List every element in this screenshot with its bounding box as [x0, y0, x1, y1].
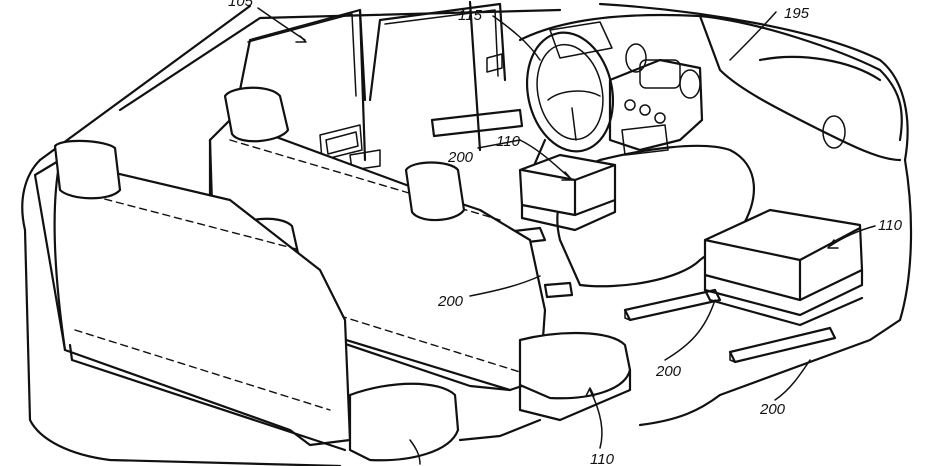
- dashboard: [518, 13, 903, 162]
- label-partial-top: 105: [228, 0, 254, 10]
- side-doors-and-windows: [238, 0, 507, 171]
- label-front-seat-right: 110: [878, 217, 903, 234]
- label-rail-center-mid: 200: [437, 293, 464, 310]
- label-rear-seat: 110: [590, 451, 615, 466]
- rear-bench-seat: [33, 139, 460, 462]
- vehicle-body-outline: [21, 2, 913, 466]
- reference-numerals: 105 115 195 200 110 110 200 200 200 110: [228, 0, 903, 466]
- steering-wheel: [525, 31, 615, 177]
- label-dash: 195: [784, 5, 810, 22]
- console-seat: [518, 153, 617, 232]
- leader-lines: [257, 7, 876, 465]
- label-rail-right-b: 200: [759, 401, 786, 418]
- front-right-seat: [703, 208, 864, 327]
- label-rail-right-a: 200: [655, 363, 682, 380]
- label-steering: 115: [458, 7, 483, 24]
- label-console-seat: 110: [496, 133, 521, 150]
- label-rail-center-top: 200: [447, 149, 474, 166]
